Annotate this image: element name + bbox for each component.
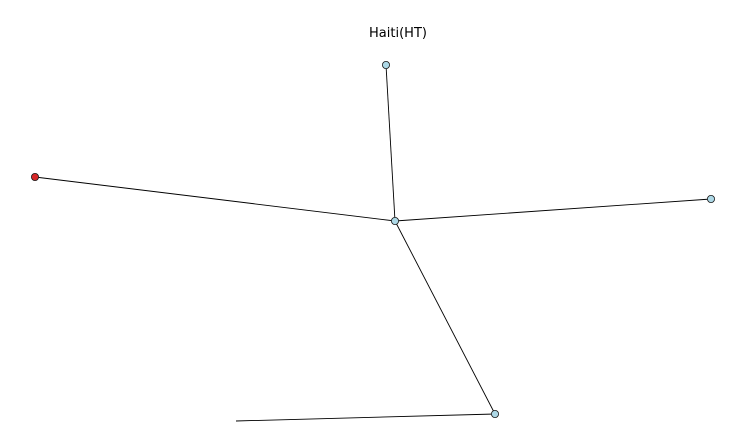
node-layer — [30, 61, 716, 418]
edge-n1-n4 — [394, 198, 712, 222]
node-n2 — [381, 61, 390, 70]
edge-n1-n2 — [385, 64, 396, 222]
edge-n1-n3 — [34, 176, 396, 222]
diagram-title: Haiti(HT) — [369, 26, 427, 41]
node-n5 — [490, 409, 499, 418]
edge-layer — [34, 64, 712, 422]
node-n4 — [707, 194, 716, 203]
node-n3 — [30, 172, 39, 181]
edge-n5-n6-offscreen — [235, 413, 496, 422]
node-n1 — [390, 216, 399, 225]
edge-n1-n5 — [394, 220, 496, 415]
